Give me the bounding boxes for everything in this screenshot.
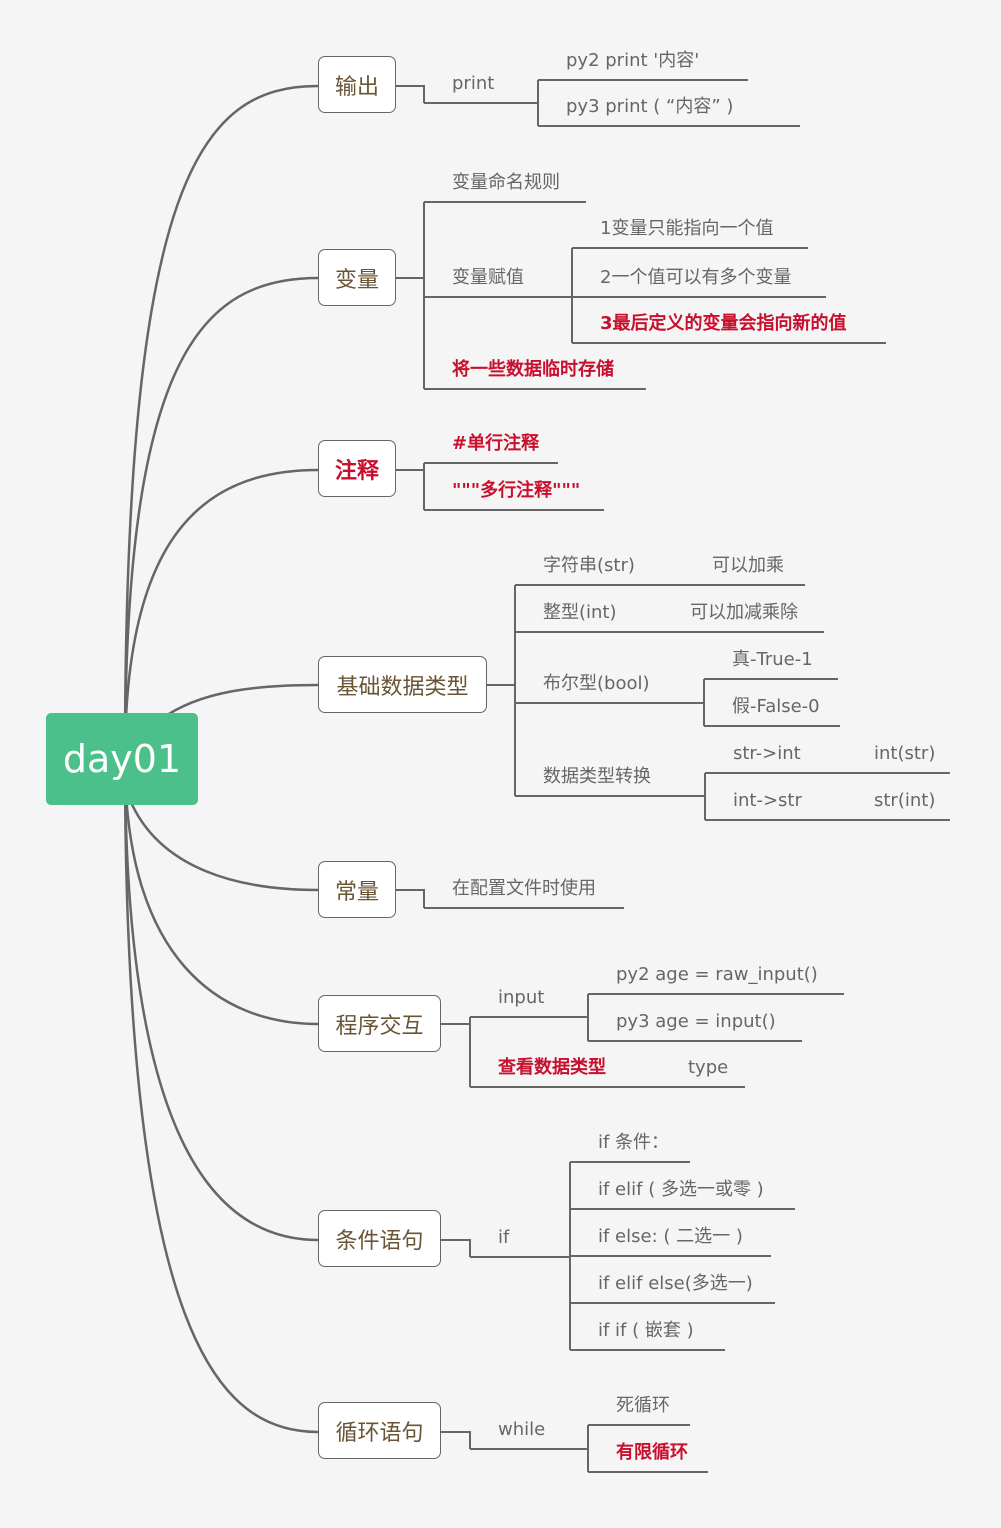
leaf-assign-1[interactable]: 1变量只能指向一个值 [600, 218, 774, 239]
leaf-temp-storage[interactable]: 将一些数据临时存储 [452, 359, 614, 380]
leaf-nested-if[interactable]: if if ( 嵌套 ) [598, 1320, 694, 1341]
leaf-finite-loop[interactable]: 有限循环 [616, 1442, 688, 1463]
int-label: 整型(int) [543, 602, 617, 623]
int-to-str-fn: str(int) [874, 790, 936, 811]
leaf-assign-3[interactable]: 3最后定义的变量会指向新的值 [600, 313, 847, 334]
leaf-int-to-str[interactable]: int->str str(int) [705, 788, 950, 820]
leaf-infinite-loop[interactable]: 死循环 [616, 1395, 670, 1416]
node-variable[interactable]: 变量 [318, 249, 396, 306]
leaf-assign-2[interactable]: 2一个值可以有多个变量 [600, 267, 792, 288]
leaf-print[interactable]: print [452, 73, 495, 94]
leaf-config-use[interactable]: 在配置文件时使用 [452, 878, 596, 899]
int-to-str-label: int->str [733, 790, 802, 811]
leaf-check-type[interactable]: 查看数据类型 type [470, 1055, 745, 1087]
node-interaction[interactable]: 程序交互 [318, 995, 441, 1052]
leaf-str-to-int[interactable]: str->int int(str) [705, 741, 950, 773]
leaf-if-else[interactable]: if else: ( 二选一 ) [598, 1226, 743, 1247]
node-loop[interactable]: 循环语句 [318, 1402, 441, 1459]
str-to-int-label: str->int [733, 743, 801, 764]
type-fn: type [688, 1057, 729, 1078]
leaf-assign[interactable]: 变量赋值 [452, 267, 524, 288]
leaf-py2-input[interactable]: py2 age = raw_input() [616, 964, 818, 985]
leaf-if-condition[interactable]: if 条件： [598, 1132, 670, 1153]
leaf-while[interactable]: while [498, 1419, 546, 1440]
leaf-if[interactable]: if [498, 1227, 510, 1248]
str-note: 可以加乘 [712, 555, 784, 576]
leaf-bool[interactable]: 布尔型(bool) [543, 673, 650, 694]
root-node[interactable]: day01 [46, 713, 198, 805]
leaf-false[interactable]: 假-False-0 [732, 696, 820, 717]
leaf-multi-comment[interactable]: """多行注释""" [452, 480, 581, 501]
str-label: 字符串(str) [543, 555, 635, 576]
leaf-if-elif-else[interactable]: if elif else(多选一) [598, 1273, 753, 1294]
node-output[interactable]: 输出 [318, 56, 396, 113]
int-note: 可以加减乘除 [690, 602, 798, 623]
leaf-naming[interactable]: 变量命名规则 [452, 172, 560, 193]
node-conditional[interactable]: 条件语句 [318, 1210, 441, 1267]
leaf-single-comment[interactable]: #单行注释 [452, 433, 540, 454]
leaf-true[interactable]: 真-True-1 [732, 649, 813, 670]
leaf-str[interactable]: 字符串(str) 可以加乘 [515, 553, 805, 585]
leaf-if-elif[interactable]: if elif ( 多选一或零 ) [598, 1179, 764, 1200]
node-data-types[interactable]: 基础数据类型 [318, 656, 487, 713]
check-type-label: 查看数据类型 [498, 1057, 606, 1078]
leaf-py3-input[interactable]: py3 age = input() [616, 1011, 776, 1032]
node-comment[interactable]: 注释 [318, 440, 396, 497]
leaf-conversion[interactable]: 数据类型转换 [543, 766, 651, 787]
leaf-input[interactable]: input [498, 987, 545, 1008]
leaf-int[interactable]: 整型(int) 可以加减乘除 [515, 600, 824, 632]
leaf-py3-print[interactable]: py3 print ( “内容” ) [566, 96, 734, 117]
node-constant[interactable]: 常量 [318, 861, 396, 918]
str-to-int-fn: int(str) [874, 743, 936, 764]
leaf-py2-print[interactable]: py2 print '内容' [566, 50, 700, 71]
